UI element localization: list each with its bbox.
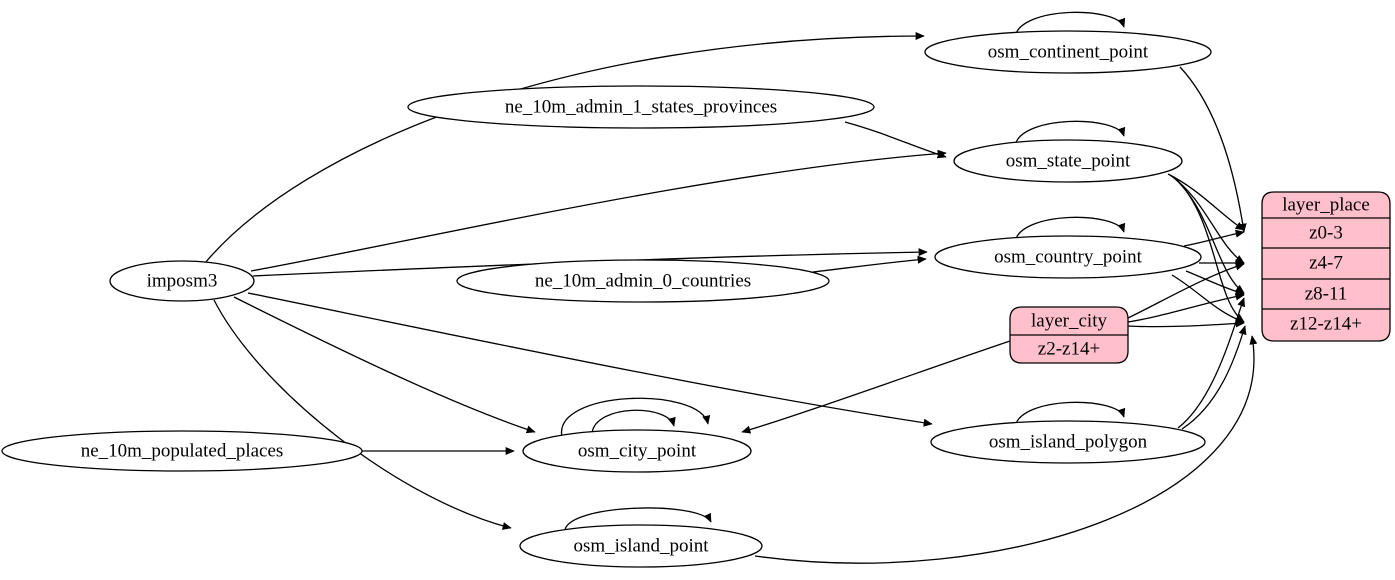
node-osm_city_point[interactable]: osm_city_point [522, 429, 752, 473]
record-row-z8-11[interactable]: z8-11 [1305, 283, 1348, 304]
edge-imposm3-to-osm_state_point [250, 149, 947, 272]
edge-selfloop-osm_island_point [564, 507, 712, 534]
edge-layer_city-to-layer_place-z4-7 [1127, 262, 1245, 319]
edge-ne_10m_admin_0_countries-to-osm_country_point [812, 255, 927, 273]
edge-layer_city-to-layer_place-z8-11 [1127, 292, 1245, 323]
node-osm_continent_point[interactable]: osm_continent_point [924, 30, 1212, 74]
edge-osm_country_point-to-layer_place-z12-z14+ [1171, 274, 1245, 323]
edge-layer_city-to-osm_city_point [741, 340, 1011, 434]
record-row-z4-7[interactable]: z4-7 [1309, 252, 1343, 273]
node-label: osm_city_point [578, 440, 697, 461]
edge-osm_state_point-to-layer_place-z0-3 [1167, 173, 1245, 231]
node-label: osm_island_point [573, 535, 709, 556]
edge-imposm3-to-osm_continent_point [204, 31, 925, 264]
node-ne_10m_admin_0_countries[interactable]: ne_10m_admin_0_countries [456, 259, 830, 303]
record-title: layer_place [1282, 194, 1370, 215]
node-layer: imposm3 ne_10m_populated_places ne_10m_a… [1, 30, 1391, 568]
edge-osm_island_polygon-to-layer_place-z12-z14+ [1181, 325, 1247, 430]
edge-imposm3-to-osm_city_point [233, 296, 536, 434]
edge-selfloop-osm_continent_point [1014, 11, 1126, 38]
record-node-layer_city[interactable]: layer_city z2-z14+ [1009, 306, 1129, 364]
edge-osm_country_point-to-layer_place-z8-11 [1185, 270, 1245, 296]
node-osm_country_point[interactable]: osm_country_point [934, 235, 1202, 279]
node-ne_10m_admin_1_states_provinces[interactable]: ne_10m_admin_1_states_provinces [407, 85, 875, 129]
edge-osm_state_point-to-layer_place-z12-z14+ [1173, 176, 1245, 323]
edge-osm_country_point-to-layer_place-z0-3 [1183, 229, 1245, 247]
edge-ne_10m_admin_1_states_provinces-to-osm_state_point [844, 121, 947, 159]
edge-imposm3-to-osm_island_polygon [247, 292, 933, 427]
edge-selfloop-osm_country_point [1014, 216, 1126, 243]
record-title: layer_city [1031, 310, 1107, 331]
node-osm_state_point[interactable]: osm_state_point [953, 139, 1183, 183]
node-osm_island_polygon[interactable]: osm_island_polygon [930, 420, 1206, 464]
edge-osm_continent_point-to-layer_place-z0-3 [1179, 66, 1247, 233]
edge-selfloop-outer-osm_city_point [561, 397, 711, 438]
edge-layer [204, 11, 1258, 564]
node-label: ne_10m_admin_1_states_provinces [505, 96, 777, 117]
node-label: osm_island_polygon [989, 431, 1148, 452]
edge-layer_city-to-layer_place-z12-z14+ [1127, 319, 1245, 328]
record-node-layer_place[interactable]: layer_place z0-3 z4-7 z8-11 z12-z14+ [1261, 191, 1391, 342]
edge-imposm3-to-osm_island_point [213, 299, 512, 530]
node-osm_island_point[interactable]: osm_island_point [519, 524, 763, 568]
edge-selfloop-osm_state_point [1014, 120, 1126, 147]
node-label: osm_state_point [1006, 150, 1131, 171]
edge-selfloop-inner-osm_city_point [591, 409, 676, 434]
node-label: osm_continent_point [988, 41, 1149, 62]
node-label: osm_country_point [994, 246, 1142, 267]
node-label: ne_10m_admin_0_countries [535, 270, 751, 291]
edge-osm_island_polygon-to-layer_place-z8-11 [1177, 297, 1245, 429]
node-ne_10m_populated_places[interactable]: ne_10m_populated_places [1, 430, 363, 472]
record-row-z0-3[interactable]: z0-3 [1309, 222, 1343, 243]
node-imposm3[interactable]: imposm3 [109, 260, 255, 302]
edge-osm_island_point-to-layer_place-z12-z14+ [754, 335, 1258, 564]
edge-selfloop-osm_island_polygon [1014, 401, 1126, 428]
record-row-z2-z14[interactable]: z2-z14+ [1038, 338, 1100, 359]
node-label: ne_10m_populated_places [81, 440, 284, 461]
node-label: imposm3 [147, 270, 218, 291]
record-row-z12-z14[interactable]: z12-z14+ [1290, 313, 1362, 334]
